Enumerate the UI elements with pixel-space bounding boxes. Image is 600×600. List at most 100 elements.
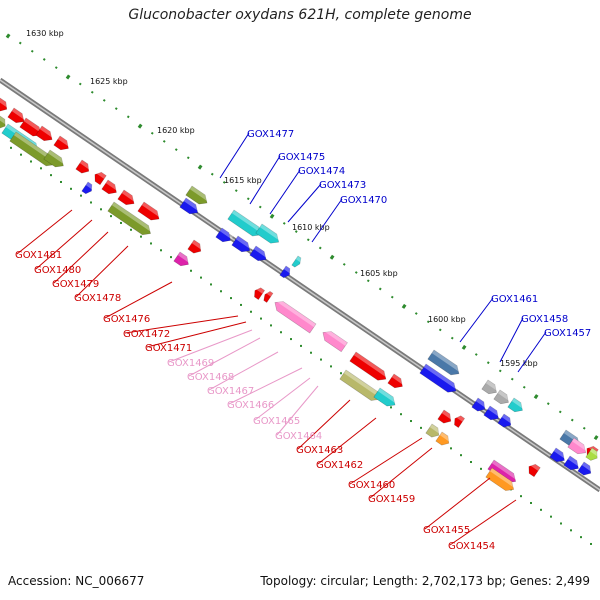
gene-arrow bbox=[53, 135, 72, 151]
map-title: Gluconobacter oxydans 621H, complete gen… bbox=[128, 7, 472, 23]
gene-label: GOX1481 bbox=[15, 250, 62, 261]
gene-arrow bbox=[291, 255, 303, 268]
gene-arrow bbox=[179, 197, 201, 215]
gene-arrow bbox=[173, 251, 192, 267]
gene-arrow bbox=[339, 369, 383, 401]
tick-label: 1615 kbp bbox=[224, 176, 262, 185]
gene-label: GOX1469 bbox=[167, 358, 214, 369]
gene-label: GOX1479 bbox=[52, 279, 99, 290]
gene-arrow bbox=[497, 413, 514, 428]
leader-line bbox=[168, 329, 253, 363]
leader-line bbox=[369, 447, 433, 499]
gene-label: GOX1458 bbox=[521, 314, 568, 325]
gene-arrow bbox=[549, 447, 568, 463]
gene-arrow bbox=[231, 235, 253, 253]
gene-arrow bbox=[349, 351, 390, 381]
gene-arrow bbox=[107, 201, 154, 236]
gene-arrow bbox=[507, 397, 526, 413]
leader-line bbox=[269, 169, 301, 215]
gene-label: GOX1476 bbox=[103, 314, 150, 325]
leader-line bbox=[254, 377, 311, 421]
gene-label: GOX1475 bbox=[278, 152, 325, 163]
gene-label: GOX1461 bbox=[491, 294, 538, 305]
tick-label: 1610 kbp bbox=[292, 223, 330, 232]
gene-arrow bbox=[563, 455, 582, 471]
gene-arrow bbox=[485, 467, 517, 491]
leader-line bbox=[276, 385, 319, 436]
gene-arrow bbox=[101, 179, 120, 195]
gene-label: GOX1466 bbox=[227, 400, 274, 411]
leader-line bbox=[297, 399, 351, 450]
gene-arrow bbox=[81, 181, 95, 195]
gene-arrow bbox=[227, 209, 264, 237]
gene-label: GOX1462 bbox=[316, 460, 363, 471]
gene-arrow bbox=[249, 245, 270, 262]
gene-arrow bbox=[263, 290, 274, 303]
gene-label: GOX1459 bbox=[368, 494, 415, 505]
leader-line bbox=[317, 417, 377, 465]
gene-arrow bbox=[75, 159, 92, 174]
gene-arrow bbox=[35, 125, 56, 142]
gene-label: GOX1454 bbox=[448, 541, 495, 552]
gene-arrow bbox=[322, 328, 348, 353]
gene-label: GOX1455 bbox=[423, 525, 470, 536]
leader-line bbox=[16, 209, 73, 255]
gene-arrow bbox=[419, 363, 460, 393]
tick-label: 1595 kbp bbox=[500, 359, 538, 368]
gene-label: GOX1464 bbox=[275, 431, 322, 442]
leader-line bbox=[517, 331, 547, 373]
leader-line bbox=[53, 231, 109, 284]
leader-line bbox=[499, 317, 524, 363]
gene-arrow bbox=[215, 227, 234, 243]
gene-arrow bbox=[255, 223, 282, 244]
gene-label: GOX1480 bbox=[34, 265, 81, 276]
gene-label: GOX1470 bbox=[340, 195, 387, 206]
gene-arrow bbox=[373, 387, 399, 407]
gene-label: GOX1468 bbox=[187, 372, 234, 383]
gene-arrow bbox=[528, 462, 541, 478]
leader-line bbox=[228, 367, 303, 405]
gene-arrow bbox=[185, 185, 211, 205]
leader-line bbox=[104, 281, 173, 319]
gene-arrow bbox=[435, 431, 452, 446]
tick-label: 1620 kbp bbox=[157, 126, 195, 135]
gene-label: GOX1478 bbox=[74, 293, 121, 304]
gene-arrow bbox=[254, 286, 266, 301]
gene-arrow bbox=[425, 423, 442, 438]
gene-label: GOX1460 bbox=[348, 480, 395, 491]
gene-arrow bbox=[577, 461, 594, 476]
gene-arrow bbox=[427, 349, 463, 376]
gene-arrow bbox=[7, 107, 28, 124]
tick-label: 1605 kbp bbox=[360, 269, 398, 278]
gene-arrow bbox=[274, 298, 317, 334]
leader-line bbox=[349, 437, 423, 485]
gene-arrow bbox=[279, 265, 293, 279]
gene-arrow bbox=[137, 201, 163, 221]
leader-line bbox=[219, 132, 250, 179]
gene-label: GOX1467 bbox=[207, 386, 254, 397]
leader-line bbox=[35, 219, 93, 270]
gene-arrow bbox=[0, 97, 10, 112]
gene-arrow bbox=[437, 409, 454, 424]
gene-label: GOX1472 bbox=[123, 329, 170, 340]
gene-arrow bbox=[117, 189, 138, 206]
leader-line bbox=[75, 245, 129, 298]
gene-label: GOX1474 bbox=[298, 166, 345, 177]
accession-text: Accession: NC_006677 bbox=[8, 574, 145, 588]
gene-arrow bbox=[43, 149, 67, 168]
gene-label: GOX1465 bbox=[253, 416, 300, 427]
gene-label: GOX1463 bbox=[296, 445, 343, 456]
leader-line bbox=[449, 499, 517, 546]
leader-line bbox=[208, 351, 279, 391]
gene-arrow bbox=[94, 170, 107, 186]
leader-line bbox=[311, 198, 343, 243]
leader-line bbox=[459, 297, 494, 343]
gene-arrow bbox=[483, 405, 502, 421]
gene-arrow bbox=[471, 397, 488, 412]
leader-line bbox=[249, 155, 281, 205]
gene-arrow bbox=[493, 389, 512, 405]
gene-arrow bbox=[454, 414, 466, 429]
gene-arrow bbox=[387, 373, 406, 389]
gene-arrow bbox=[481, 379, 500, 395]
